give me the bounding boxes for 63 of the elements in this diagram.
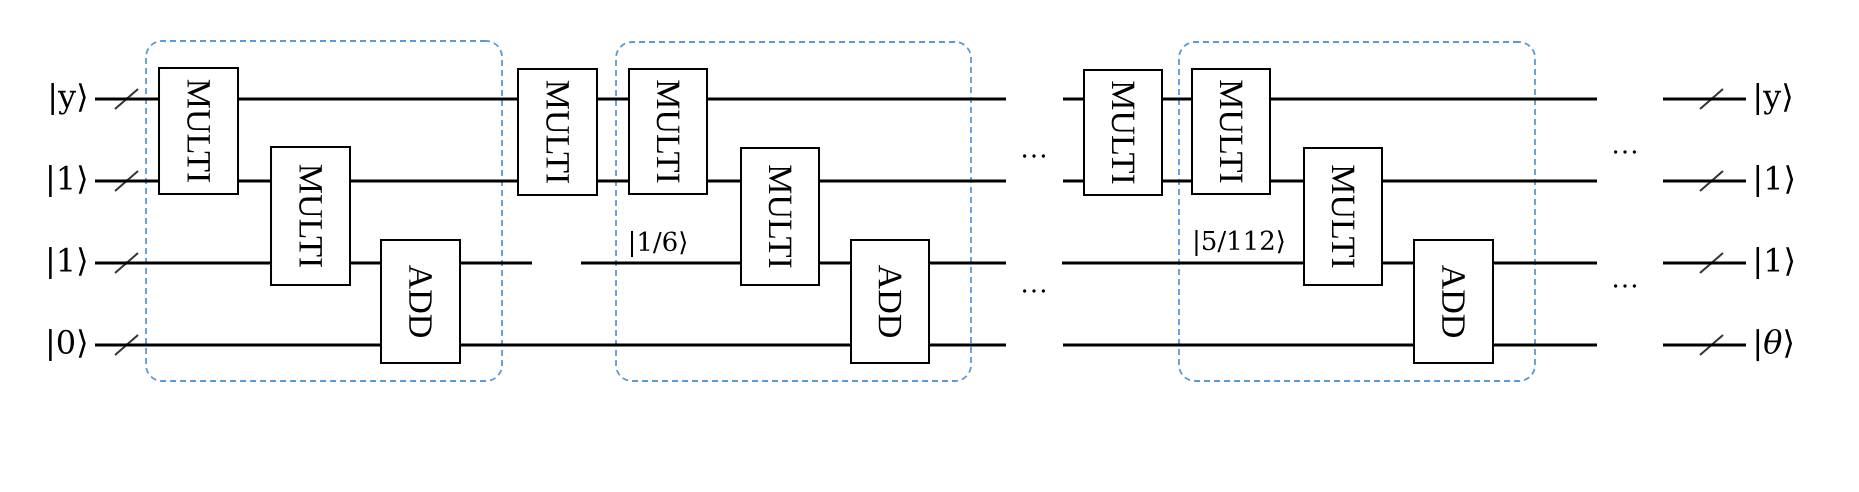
wire — [95, 343, 380, 347]
wire — [820, 179, 1006, 183]
gate-box: MULTI — [270, 146, 351, 286]
wire — [1663, 261, 1746, 265]
wire — [461, 261, 532, 265]
wire — [239, 97, 517, 101]
wire — [598, 97, 628, 101]
gate-box: ADD — [850, 239, 930, 364]
ket-label: |1⟩ — [49, 165, 86, 197]
wire — [461, 343, 850, 347]
wire — [351, 179, 517, 183]
group-box — [145, 40, 503, 382]
ellipsis: … — [1614, 150, 1637, 154]
wire — [1663, 97, 1746, 101]
gate-box: MULTI — [158, 67, 239, 195]
ket-label: |θ⟩ — [1756, 328, 1793, 362]
ket-label: |y⟩ — [1756, 83, 1791, 115]
wire — [1163, 179, 1191, 183]
ket-label: |y⟩ — [51, 83, 86, 115]
wire — [581, 261, 740, 265]
gate-box: ADD — [380, 239, 461, 364]
gate-box: MULTI — [740, 147, 820, 286]
ket-label: |1⟩ — [1756, 165, 1794, 197]
wire — [1663, 343, 1746, 347]
wire — [1163, 97, 1191, 101]
group-box — [615, 41, 972, 382]
wire — [351, 261, 380, 265]
wire — [930, 261, 1006, 265]
wire — [1271, 179, 1303, 183]
wire — [1663, 179, 1746, 183]
wire — [1271, 97, 1597, 101]
ket-label: |0⟩ — [49, 329, 86, 361]
wire — [95, 97, 158, 101]
ellipsis: … — [1614, 284, 1637, 288]
wire — [1383, 179, 1597, 183]
gate-box: MULTI — [1083, 69, 1163, 196]
wire — [820, 261, 850, 265]
wire — [598, 179, 628, 183]
state-label: |1/6⟩ — [631, 231, 687, 257]
wire — [95, 179, 158, 183]
gate-box: MULTI — [628, 68, 708, 195]
wire — [708, 179, 740, 183]
wire — [1063, 343, 1413, 347]
group-box — [1178, 41, 1536, 382]
wire — [1063, 97, 1083, 101]
wire — [708, 97, 1006, 101]
ket-label: |1⟩ — [49, 247, 86, 279]
ket-label: |1⟩ — [1756, 247, 1794, 279]
gate-box: MULTI — [1303, 147, 1383, 286]
wire — [1494, 343, 1597, 347]
ellipsis: … — [1023, 154, 1046, 158]
wire — [239, 179, 270, 183]
wire — [1383, 261, 1413, 265]
wire — [1062, 261, 1303, 265]
wire — [95, 261, 270, 265]
state-label: |5/112⟩ — [1195, 230, 1284, 256]
gate-box: MULTI — [517, 68, 598, 196]
wire — [1494, 261, 1597, 265]
wire — [1063, 179, 1083, 183]
ellipsis: … — [1023, 289, 1046, 293]
wire — [930, 343, 1006, 347]
gate-box: MULTI — [1191, 68, 1271, 195]
gate-box: ADD — [1413, 239, 1494, 364]
